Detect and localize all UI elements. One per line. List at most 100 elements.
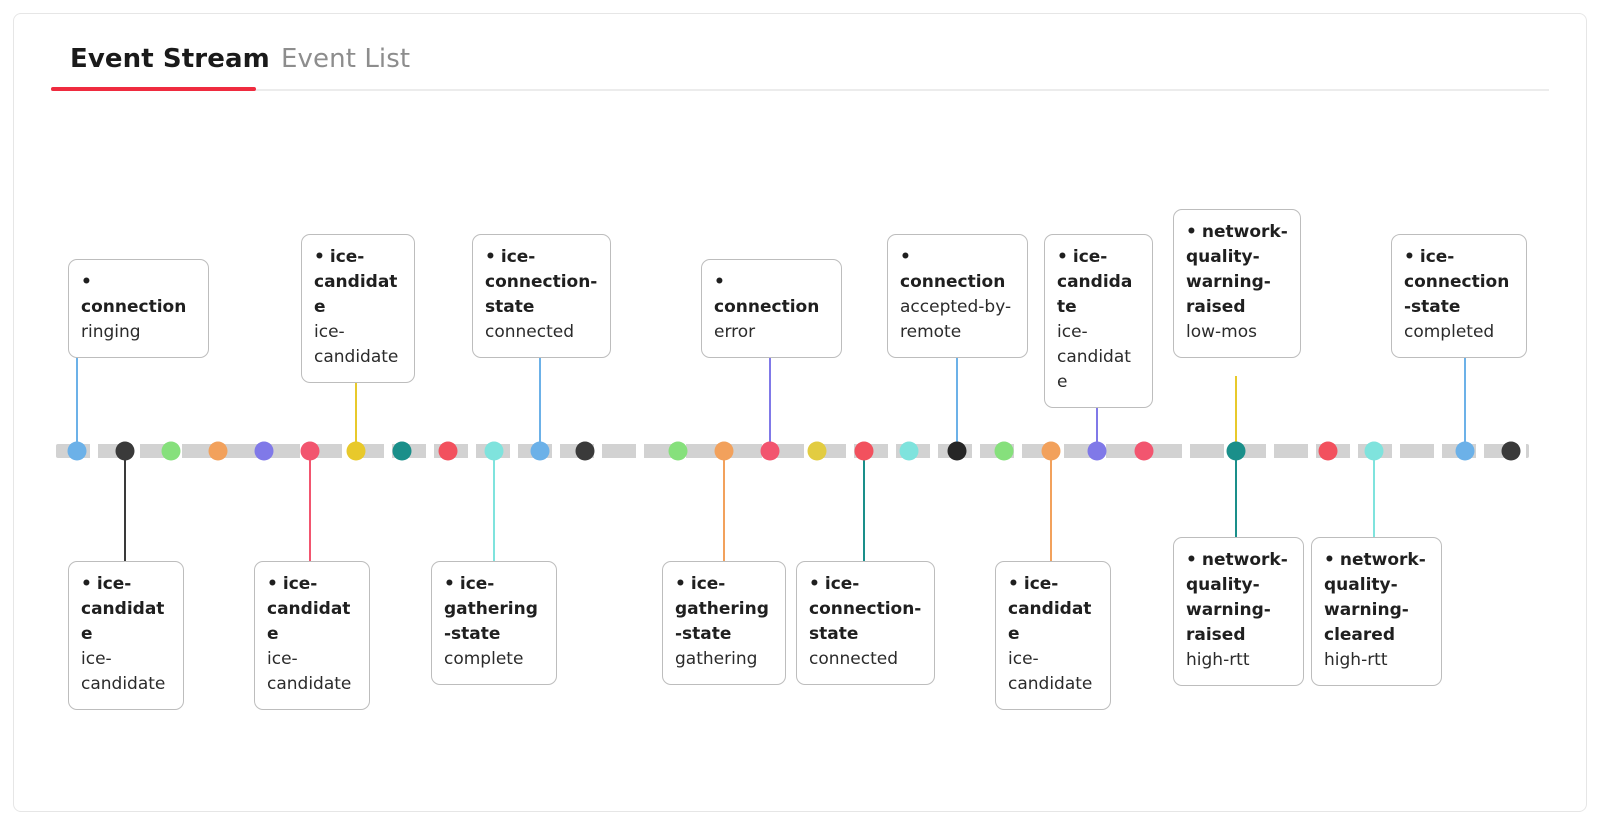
- event-connector-line: [493, 460, 495, 561]
- event-card-title: •network-quality-warning-raised: [1186, 222, 1288, 317]
- event-card-title: •network-quality-warning-cleared: [1324, 550, 1426, 645]
- event-connector-line: [76, 325, 78, 442]
- tab-bar: Event Stream Event List: [14, 14, 1586, 91]
- event-card[interactable]: •ice-gathering-state complete: [431, 561, 557, 685]
- timeline-dot[interactable]: [668, 441, 688, 461]
- timeline-dot[interactable]: [115, 441, 135, 461]
- event-card-title: •connection: [714, 272, 820, 317]
- timeline-dot[interactable]: [1087, 441, 1107, 461]
- event-card[interactable]: •network-quality-warning-cleared high-rtt: [1311, 537, 1442, 686]
- timeline-dot[interactable]: [899, 441, 919, 461]
- event-card-subtitle: high-rtt: [1186, 650, 1250, 670]
- event-card-subtitle: ice-candidate: [1057, 322, 1131, 392]
- event-connector-line: [769, 325, 771, 442]
- bullet-icon: •: [1008, 574, 1019, 594]
- timeline-dot[interactable]: [161, 441, 181, 461]
- event-connector-line: [956, 351, 958, 442]
- bullet-icon: •: [267, 574, 278, 594]
- timeline-dot[interactable]: [575, 441, 595, 461]
- tab-event-stream[interactable]: Event Stream: [70, 44, 270, 74]
- event-card-subtitle: ringing: [81, 322, 141, 342]
- timeline-dot[interactable]: [1226, 441, 1246, 461]
- event-connector-line: [124, 460, 126, 561]
- timeline-dot[interactable]: [438, 441, 458, 461]
- tab-event-list[interactable]: Event List: [281, 44, 411, 74]
- timeline-dot[interactable]: [67, 441, 87, 461]
- event-card-subtitle: complete: [444, 649, 524, 669]
- timeline-dot[interactable]: [1501, 441, 1521, 461]
- bullet-icon: •: [675, 574, 686, 594]
- timeline-dot[interactable]: [807, 441, 827, 461]
- event-card-subtitle: connected: [809, 649, 899, 669]
- event-connector-line: [863, 460, 865, 561]
- bullet-icon: •: [314, 247, 325, 267]
- timeline-dot[interactable]: [1041, 441, 1061, 461]
- bullet-icon: •: [714, 272, 725, 292]
- event-card-title: •ice-candidate: [314, 247, 398, 317]
- event-card-subtitle: high-rtt: [1324, 650, 1388, 670]
- timeline-dot[interactable]: [1318, 441, 1338, 461]
- timeline-dot[interactable]: [1455, 441, 1475, 461]
- timeline-dot[interactable]: [760, 441, 780, 461]
- event-card-subtitle: accepted-by-remote: [900, 297, 1012, 342]
- timeline-dot[interactable]: [854, 441, 874, 461]
- event-card[interactable]: •network-quality-warning-raised low-mos: [1173, 209, 1301, 358]
- bullet-icon: •: [1057, 247, 1068, 267]
- event-connector-line: [1235, 460, 1237, 537]
- event-card-title: •ice-gathering-state: [444, 574, 538, 644]
- timeline-dot[interactable]: [947, 441, 967, 461]
- event-card-subtitle: completed: [1404, 322, 1495, 342]
- bullet-icon: •: [900, 247, 911, 267]
- event-connector-line: [539, 351, 541, 442]
- timeline-dot[interactable]: [346, 441, 366, 461]
- event-card-title: •ice-gathering-state: [675, 574, 769, 644]
- bullet-icon: •: [81, 272, 92, 292]
- timeline-dot[interactable]: [392, 441, 412, 461]
- event-card-subtitle: ice-candidate: [1008, 649, 1093, 694]
- timeline-dot[interactable]: [1134, 441, 1154, 461]
- bullet-icon: •: [444, 574, 455, 594]
- event-connector-line: [309, 460, 311, 561]
- event-card-subtitle: low-mos: [1186, 322, 1257, 342]
- event-card-title: •ice-connection-state: [485, 247, 598, 317]
- timeline-dot[interactable]: [1364, 441, 1384, 461]
- timeline-dot[interactable]: [994, 441, 1014, 461]
- bullet-icon: •: [485, 247, 496, 267]
- tab-bar-underline: [51, 89, 1549, 91]
- timeline-dot[interactable]: [300, 441, 320, 461]
- event-connector-line: [1373, 460, 1375, 537]
- bullet-icon: •: [81, 574, 92, 594]
- event-connector-line: [355, 351, 357, 442]
- event-card[interactable]: •ice-connection-state connected: [472, 234, 611, 358]
- bullet-icon: •: [1186, 222, 1197, 242]
- event-connector-line: [1464, 351, 1466, 442]
- event-connector-line: [723, 460, 725, 561]
- timeline-dot[interactable]: [530, 441, 550, 461]
- bullet-icon: •: [1186, 550, 1197, 570]
- timeline-dot[interactable]: [254, 441, 274, 461]
- event-connector-line: [1235, 376, 1237, 442]
- bullet-icon: •: [1404, 247, 1415, 267]
- event-card-title: •ice-candidate: [1057, 247, 1133, 317]
- bullet-icon: •: [809, 574, 820, 594]
- timeline-dot[interactable]: [208, 441, 228, 461]
- timeline-dot[interactable]: [714, 441, 734, 461]
- event-card[interactable]: •ice-candidate ice-candidate: [301, 234, 415, 383]
- timeline-dot[interactable]: [484, 441, 504, 461]
- event-card-subtitle: connected: [485, 322, 575, 342]
- event-connector-line: [1050, 460, 1052, 561]
- event-card-title: •ice-candidate: [267, 574, 351, 644]
- event-card-subtitle: ice-candidate: [314, 322, 399, 367]
